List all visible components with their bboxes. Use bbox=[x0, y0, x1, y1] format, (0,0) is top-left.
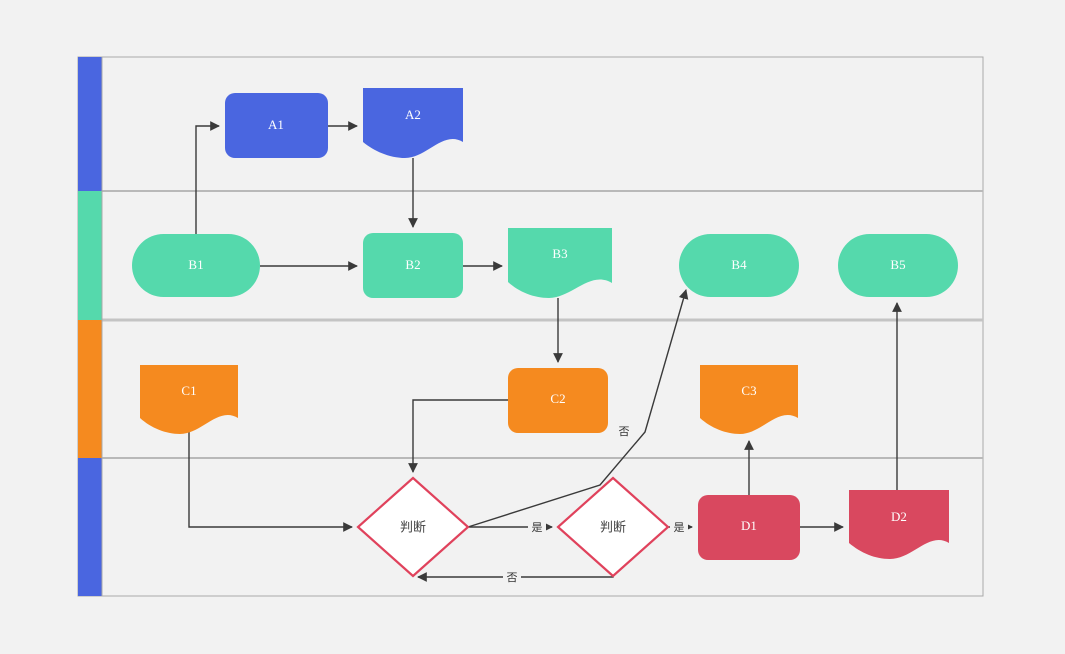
edge-label-j1-j2: 是 bbox=[528, 519, 546, 535]
lane-color-bar-d bbox=[78, 458, 102, 596]
edge-label-j2-j1: 否 bbox=[503, 569, 521, 585]
edge-j1-b4 bbox=[467, 289, 689, 528]
lane-color-bar-b bbox=[78, 191, 102, 320]
node-b2[interactable]: B2 bbox=[363, 233, 463, 298]
lane-color-bar-c bbox=[78, 320, 102, 458]
swimlane-group bbox=[77, 56, 984, 597]
edge-c1-j1 bbox=[188, 430, 353, 532]
edge-label-j1-b4: 否 bbox=[615, 423, 633, 439]
node-c2[interactable]: C2 bbox=[508, 368, 608, 433]
edge-label-j2-d1: 是 bbox=[670, 519, 688, 535]
edge-b1-a1 bbox=[195, 121, 220, 234]
node-d1[interactable]: D1 bbox=[698, 495, 800, 560]
node-b1[interactable]: B1 bbox=[132, 234, 260, 297]
lane-color-bar-a bbox=[78, 57, 102, 191]
node-b4[interactable]: B4 bbox=[679, 234, 799, 297]
node-b5[interactable]: B5 bbox=[838, 234, 958, 297]
node-a1[interactable]: A1 bbox=[225, 93, 328, 158]
edge-c2-j1 bbox=[408, 399, 508, 473]
